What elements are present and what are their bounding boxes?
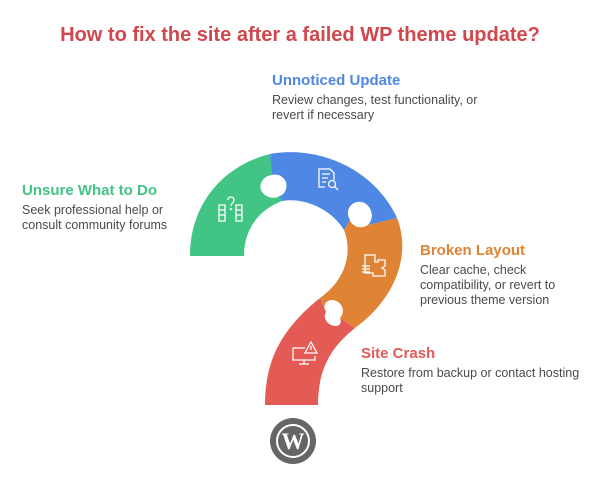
monitor-warning-icon: [292, 340, 319, 365]
site-crash-title: Site Crash: [361, 345, 436, 362]
blue-puzzle-piece: [270, 152, 397, 230]
unnoticed-update-title: Unnoticed Update: [272, 72, 401, 89]
page-title: How to fix the site after a failed WP th…: [60, 24, 540, 46]
broken-layout-description: Clear cache, check compatibility, or rev…: [420, 263, 556, 307]
unnoticed-update-description: Review changes, test functionality, or r…: [272, 93, 478, 122]
puzzle-layout-icon: [362, 254, 386, 277]
broken-layout-block: Broken Layout Clear cache, check compati…: [420, 242, 590, 308]
question-columns-icon: [218, 196, 243, 222]
wordpress-logo-icon: W: [270, 418, 316, 464]
unnoticed-update-block: Unnoticed Update Review changes, test fu…: [272, 72, 502, 123]
document-search-icon: [318, 168, 339, 191]
unsure-what-to-do-block: Unsure What to Do Seek professional help…: [22, 182, 202, 233]
unsure-what-to-do-title: Unsure What to Do: [22, 182, 157, 199]
site-crash-description: Restore from backup or contact hosting s…: [361, 366, 580, 395]
unsure-what-to-do-description: Seek professional help or consult commun…: [22, 203, 168, 232]
site-crash-block: Site Crash Restore from backup or contac…: [361, 345, 581, 396]
orange-puzzle-piece: [320, 218, 403, 328]
red-puzzle-piece: [265, 298, 355, 405]
svg-text:W: W: [282, 429, 305, 454]
broken-layout-title: Broken Layout: [420, 242, 526, 259]
